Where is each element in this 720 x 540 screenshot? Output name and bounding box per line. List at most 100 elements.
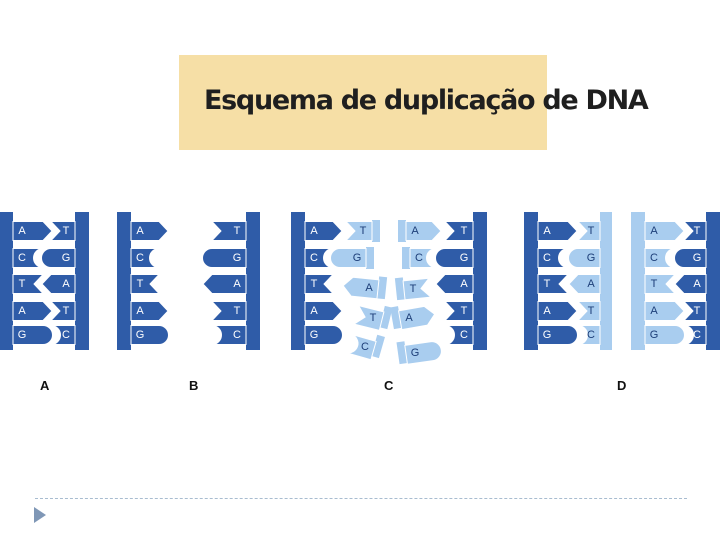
panel-c-right-base [444,325,474,345]
panel-c-new-right-base-letter: C [415,252,423,264]
panel-d-new-right-base-letter: C [650,252,658,264]
panel-label-b: B [189,378,199,393]
panel-label-a: A [40,378,50,393]
panel-d-new-right-base-letter: G [650,329,659,341]
panel-c-new-right-backbone [394,277,406,301]
panel-c-new-left-base-letter: A [365,282,373,294]
panel-a-right-base-letter: T [63,225,70,237]
panel-c-new-left-backbone [379,305,393,330]
panel-d-right-base-letter: T [694,305,701,317]
panel-d-left-base [537,248,569,268]
panel-c-new-left-base [330,248,367,268]
panel-d-left-base-letter: A [543,225,551,237]
panel-c-new-left-base-letter: C [361,341,369,353]
panel-d-new-right-base [644,301,685,321]
panel-c-right-base [435,248,474,268]
panel-d-new-left-base [576,301,601,321]
panel-c-right-backbone [473,212,487,350]
panel-a-right-base [50,325,76,345]
panel-b-right-base-letter: G [233,252,242,264]
panel-a-left-base-letter: G [18,329,27,341]
panel-a-left-base [12,301,53,321]
panel-c-right-base-letter: T [461,225,468,237]
panel-d-right-base [674,248,707,268]
panel-b-right-base-letter: C [233,329,241,341]
panel-d-left-base [537,274,570,294]
panel-d-new-right-base [644,221,685,241]
panel-c-new-left-base [344,221,373,241]
panel-c-new-left-backbone [366,247,374,269]
panel-d-left-base [537,325,578,345]
panel-c-right-base [443,221,474,241]
panel-d-right-base-letter: G [693,252,702,264]
panel-d-right-base-letter: A [693,278,701,290]
panel-c-left-base-letter: A [310,305,318,317]
panel-c-new-left-backbone [372,220,380,242]
panel-b-left-base [130,325,169,345]
panel-c-new-right-base-letter: T [410,283,417,295]
panel-a-left-base [12,221,53,241]
panel-c-new-right-base-letter: G [411,347,420,359]
panel-b-right-base-letter: A [233,278,241,290]
panel-label-d: D [617,378,627,393]
panel-b-left-base-letter: T [137,278,144,290]
panel-d-new-left-base-letter: T [588,225,595,237]
panel-a-left-base-letter: A [18,225,26,237]
panel-c-left-base-letter: C [310,252,318,264]
panel-a-left-backbone [0,212,13,350]
panel-c-new-left-base-letter: G [353,252,362,264]
panel-d-new-right-base [644,325,685,345]
panel-d-new-right-base-letter: A [650,305,658,317]
panel-d-left-base [537,301,578,321]
panel-b-right-base [210,221,247,241]
panel-c-left-base [304,221,343,241]
panel-c-left-backbone [291,212,305,350]
bullet-arrow-icon [34,507,46,523]
panel-a-right-base-letter: C [62,329,70,341]
panel-b-left-base [130,274,161,294]
panel-a-right-base-letter: T [63,305,70,317]
panel-b-right-base-letter: T [234,225,241,237]
panel-a-left-base [12,325,53,345]
panel-d-left-base-letter: T [544,278,551,290]
panel-a-left-base-letter: T [19,278,26,290]
panel-c-left-base-letter: A [310,225,318,237]
panel-b-right-base [202,248,247,268]
panel-d-left-backbone [524,212,538,350]
panel-d-new-right-base [644,248,676,268]
panel-d-new-left-base-letter: A [587,278,595,290]
panel-d-right-new-backbone [631,212,645,350]
panel-d-right-base [682,221,707,241]
panel-c-new-right-base-letter: A [405,312,413,324]
panel-d-left-new-backbone [600,212,612,350]
panel-d-left-base-letter: A [543,305,551,317]
panel-c-new-right-base [404,341,442,365]
panel-d-right-base-letter: T [694,225,701,237]
footer-divider [35,498,687,499]
panel-c-right-base [435,274,474,294]
panel-b-left-base [130,301,169,321]
panel-d-left-base-letter: C [543,252,551,264]
panel-c-left-base [304,274,335,294]
panel-d-new-left-base [577,325,601,345]
page-title: Esquema de duplicação de DNA [204,85,649,116]
panel-b-left-base-letter: A [136,225,144,237]
panel-c-new-right-base [409,248,437,268]
panel-c-new-left-backbone [371,334,385,359]
panel-c-new-right-base-letter: A [411,225,419,237]
panel-c-left-base [304,325,343,345]
panel-d-new-left-base [576,221,601,241]
panel-b-left-base-letter: A [136,305,144,317]
panel-c-left-base [304,248,334,268]
panel-d-right-base [674,274,707,294]
panel-b-right-backbone [246,212,260,350]
panel-c-left-base-letter: T [311,278,318,290]
panel-b-right-base [211,325,247,345]
panel-d-new-right-base [644,274,677,294]
panel-a-right-base-letter: A [62,278,70,290]
panel-b-left-base-letter: G [136,329,145,341]
panel-c-new-left-backbone [376,276,388,300]
panel-b-left-backbone [117,212,131,350]
panel-b-left-base [130,248,160,268]
